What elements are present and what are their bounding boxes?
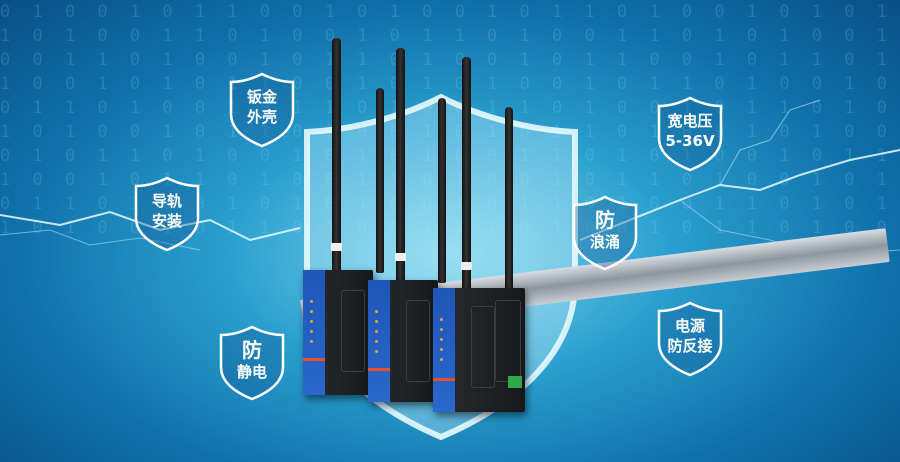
badge-din-rail-mount: 导轨安装 xyxy=(134,176,200,252)
badge-wide-voltage: 宽电压 5-36V xyxy=(657,96,723,172)
badge-text: 静电 xyxy=(236,363,267,381)
badge-reverse-polarity-protection: 电源防反接 xyxy=(657,301,723,377)
badge-text: 安装 xyxy=(151,212,182,230)
badge-anti-surge: 防浪涌 xyxy=(572,195,638,271)
antenna xyxy=(395,48,406,283)
badge-text: 防 xyxy=(595,208,615,232)
antenna xyxy=(461,57,472,292)
router-device xyxy=(433,288,525,412)
badge-text: 防反接 xyxy=(667,337,713,355)
device-front-panel xyxy=(368,280,390,402)
badge-text: 电源 xyxy=(674,317,705,335)
router-device xyxy=(368,280,438,402)
badge-text: 宽电压 xyxy=(667,112,713,130)
badge-text: 钣金 xyxy=(246,88,277,106)
badge-text: 导轨 xyxy=(151,192,182,210)
antenna xyxy=(438,98,446,283)
power-terminal xyxy=(508,376,522,388)
antenna xyxy=(376,88,384,273)
badge-text: 5-36V xyxy=(665,132,715,150)
badge-text: 外壳 xyxy=(246,108,277,126)
badge-sheet-metal-housing: 钣金外壳 xyxy=(229,72,295,148)
badge-text: 浪涌 xyxy=(589,233,620,251)
badge-text: 防 xyxy=(242,338,262,362)
device-front-panel xyxy=(303,270,325,395)
router-device xyxy=(303,270,373,395)
badge-anti-static: 防静电 xyxy=(219,325,285,401)
antenna xyxy=(331,38,342,278)
antenna xyxy=(505,107,513,292)
device-front-panel xyxy=(433,288,455,412)
